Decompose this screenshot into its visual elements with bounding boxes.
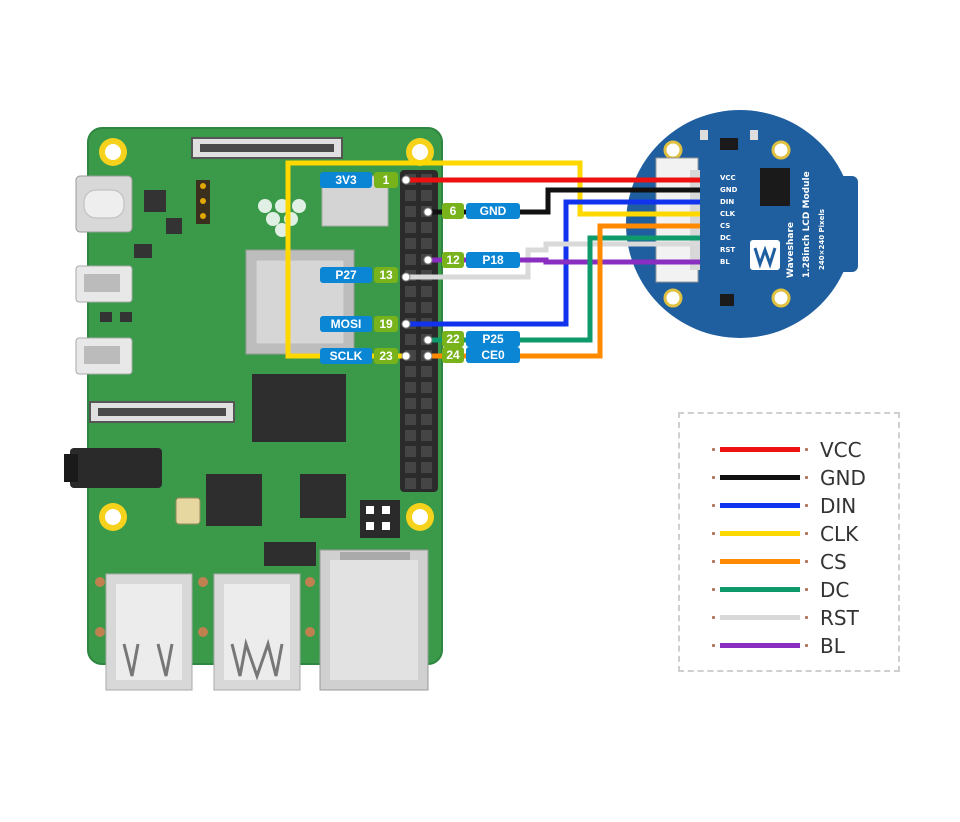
legend-line-vcc [712,447,808,452]
mounting-holes [99,138,434,531]
legend-label-bl: BL [820,634,845,658]
pin-endpoint [401,319,411,329]
legend-label-vcc: VCC [820,438,862,462]
legend-line-cs [712,559,808,564]
gpio-pin [405,398,416,409]
gpio-pin [405,190,416,201]
legend-label-gnd: GND [820,466,866,490]
gpio-pin [405,222,416,233]
gpio-pin [421,286,432,297]
pin-name-gnd: GND [466,203,520,219]
pin-number-13: 13 [374,267,398,283]
gpio-pin [421,238,432,249]
lcd-pin-din: DIN [720,198,735,206]
legend-label-dc: DC [820,578,850,602]
gpio-pin [405,302,416,313]
gpio-pin [421,462,432,473]
pin-endpoint [423,335,433,345]
gpio-pin [405,414,416,425]
pin-name-sclk: SCLK [320,348,372,364]
gpio-pin [405,254,416,265]
pin-endpoint [423,351,433,361]
pin-number-6: 6 [442,203,464,219]
gpio-pin [405,382,416,393]
pin-endpoint [401,351,411,361]
gpio-pin [405,366,416,377]
lcd-model: 1.28inch LCD Module [802,171,812,278]
gpio-pin [405,350,416,361]
pin-number-23: 23 [374,348,398,364]
legend-item-clk: CLK [680,520,900,548]
gpio-header [400,170,438,492]
legend-line-bl [712,643,808,648]
legend-item-din: DIN [680,492,900,520]
gpio-pin [421,302,432,313]
wire-clk [285,160,700,359]
gpio-pin [421,414,432,425]
lcd-pin-dc: DC [720,234,731,242]
gpio-pin [421,398,432,409]
legend-item-vcc: VCC [680,436,900,464]
gpio-pin [405,334,416,345]
pin-name-3v3: 3V3 [320,172,372,188]
lcd-resolution: 240×240 Pixels [818,209,826,270]
gpio-pin [421,366,432,377]
legend-label-cs: CS [820,550,847,574]
pin-endpoint [401,272,411,282]
gpio-pin [421,446,432,457]
pin-name-ce0: CE0 [466,347,520,363]
pin-name-p27: P27 [320,267,372,283]
pin-endpoint [401,175,411,185]
legend-line-clk [712,531,808,536]
gpio-pin [405,462,416,473]
pin-number-22: 22 [442,331,464,347]
legend-line-rst [712,615,808,620]
legend-label-din: DIN [820,494,857,518]
pin-endpoint [423,255,433,265]
lcd-brand: Waveshare [786,221,796,278]
legend-item-gnd: GND [680,464,900,492]
legend-label-rst: RST [820,606,859,630]
legend-item-dc: DC [680,576,900,604]
lcd-pin-clk: CLK [720,210,736,218]
gpio-pin [405,286,416,297]
pin-name-mosi: MOSI [320,316,372,332]
lcd-pin-gnd: GND [720,186,738,194]
lcd-module [626,110,858,338]
lcd-pin-rst: RST [720,246,736,254]
pin-name-p18: P18 [466,252,520,268]
gpio-pin [405,206,416,217]
pin-name-p25: P25 [466,331,520,347]
legend-line-gnd [712,475,808,480]
lcd-pin-vcc: VCC [720,174,736,182]
lcd-pin-bl: BL [720,258,730,266]
wire-legend: VCC GND DIN CLK CS DC RST BL [678,412,900,672]
gpio-pin [405,478,416,489]
lcd-pin-cs: CS [720,222,731,230]
legend-item-rst: RST [680,604,900,632]
pin-number-24: 24 [442,347,464,363]
gpio-pin [421,190,432,201]
usb-ports [105,573,301,691]
legend-item-bl: BL [680,632,900,660]
legend-label-clk: CLK [820,522,859,546]
raspberry-pi-board [64,127,443,691]
gpio-pin [405,430,416,441]
gpio-pin [421,430,432,441]
wire-rst [406,241,700,280]
legend-line-din [712,503,808,508]
pin-number-19: 19 [374,316,398,332]
pin-endpoint [423,207,433,217]
legend-line-dc [712,587,808,592]
gpio-pin [405,446,416,457]
gpio-pin [421,382,432,393]
pin-number-12: 12 [442,252,464,268]
legend-item-cs: CS [680,548,900,576]
pin-number-1: 1 [374,172,398,188]
gpio-pin [405,238,416,249]
gpio-pin [421,222,432,233]
gpio-pin [421,478,432,489]
